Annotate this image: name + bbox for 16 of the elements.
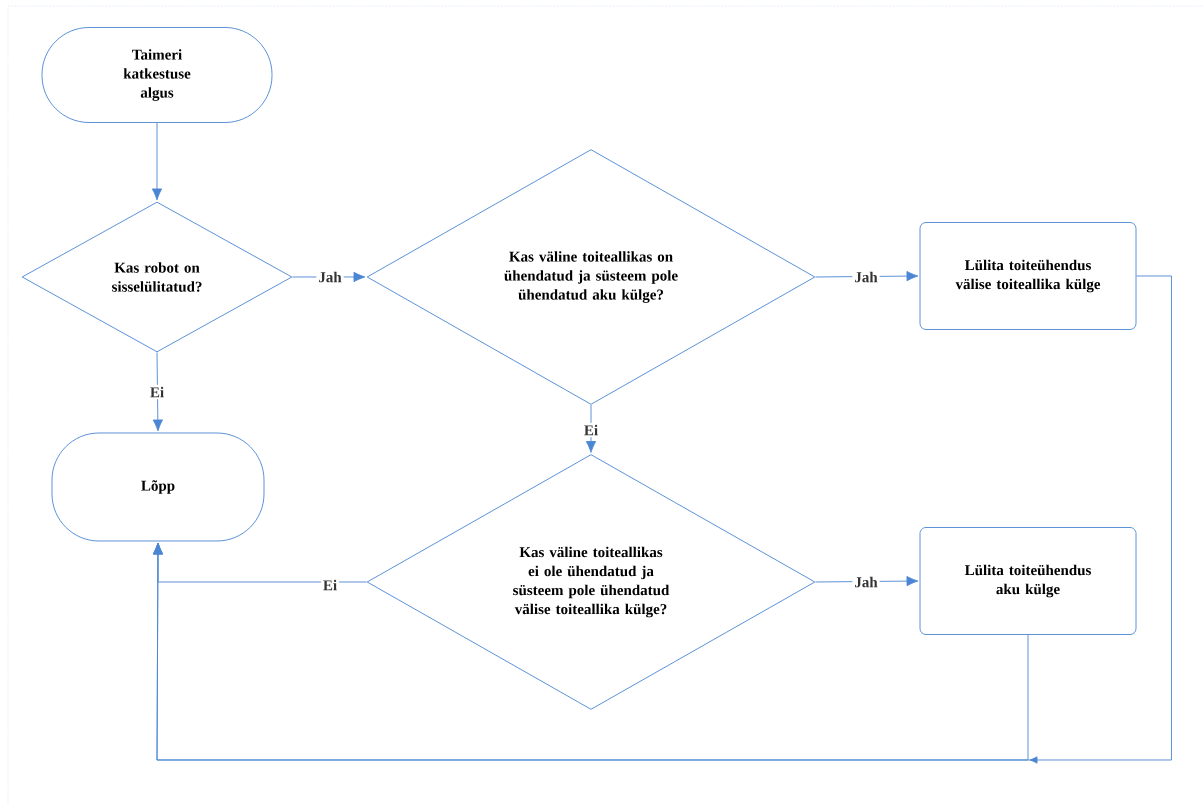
edge-label: Jah: [852, 269, 880, 285]
arrow: [152, 542, 1029, 761]
process-box: Lülita toiteühendus aku külge: [919, 527, 1137, 635]
edge-label: Ei: [147, 384, 167, 400]
edge-label: Ei: [320, 577, 340, 593]
arrow: [815, 576, 919, 587]
end-terminal: Lõpp: [51, 432, 265, 542]
edge-label: Ei: [581, 422, 601, 438]
edge-label: Jah: [316, 269, 344, 285]
arrow: [152, 352, 163, 432]
edge-label: Jah: [852, 574, 880, 590]
arrow: [815, 271, 919, 282]
arrow: [151, 122, 163, 201]
arrow: [585, 404, 597, 453]
start-terminal: Taimeri katkestuse algus: [41, 27, 273, 123]
process-box: Lülita toiteühendus välise toiteallika külge: [919, 222, 1137, 330]
